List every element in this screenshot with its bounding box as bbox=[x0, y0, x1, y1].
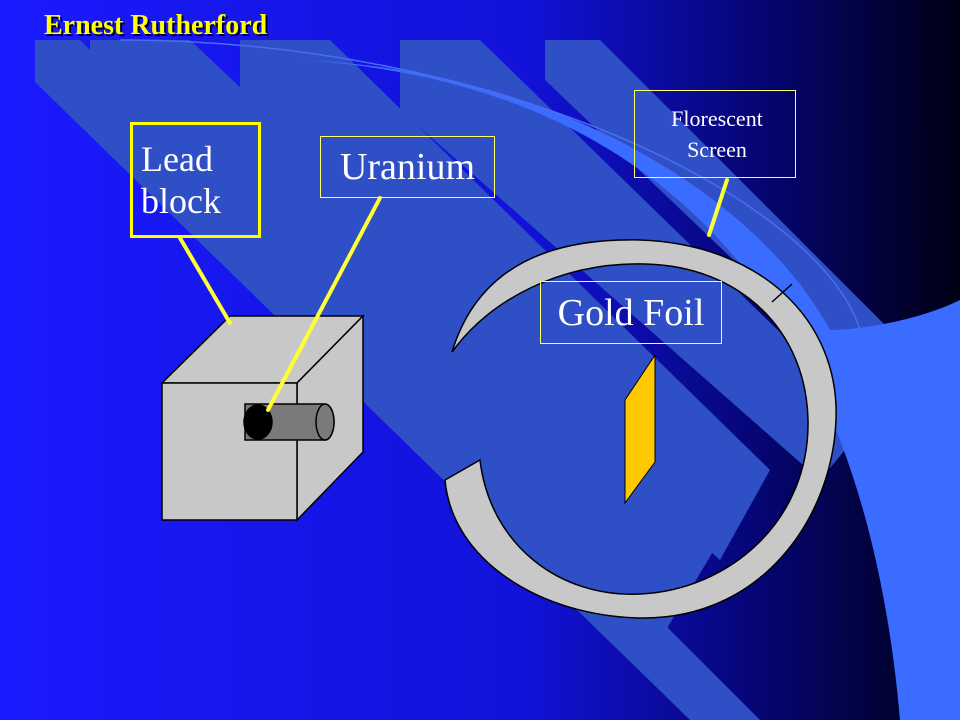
uranium-cylinder-end bbox=[315, 403, 335, 441]
corner-arc-outline bbox=[119, 39, 861, 331]
screen-pointer bbox=[707, 178, 729, 237]
pointer-lines bbox=[178, 178, 729, 412]
screen-ring bbox=[444, 239, 837, 619]
gold-foil-label-text: Gold Foil bbox=[557, 291, 705, 334]
screen-label-line2: Screen bbox=[687, 137, 747, 162]
stripe-2 bbox=[90, 40, 720, 640]
uranium-label-text: Uranium bbox=[339, 146, 476, 188]
uranium-source bbox=[243, 403, 335, 441]
screen-seam bbox=[771, 283, 793, 303]
uranium-opening bbox=[243, 404, 273, 440]
uranium-label: Uranium bbox=[320, 136, 495, 198]
lead-block-label-line2: block bbox=[141, 181, 221, 221]
screen-label-line1: Florescent bbox=[671, 106, 763, 131]
slide-title: Ernest Rutherford bbox=[44, 10, 268, 41]
lead-block-label: Lead block bbox=[130, 122, 261, 238]
gold-foil-label: Gold Foil bbox=[540, 281, 722, 344]
lead-pointer bbox=[178, 236, 232, 325]
screen-label: Florescent Screen bbox=[634, 90, 796, 178]
florescent-screen bbox=[444, 239, 837, 619]
uranium-pointer bbox=[266, 196, 382, 412]
lead-block-label-line1: Lead bbox=[141, 139, 213, 179]
gold-foil bbox=[624, 353, 656, 505]
